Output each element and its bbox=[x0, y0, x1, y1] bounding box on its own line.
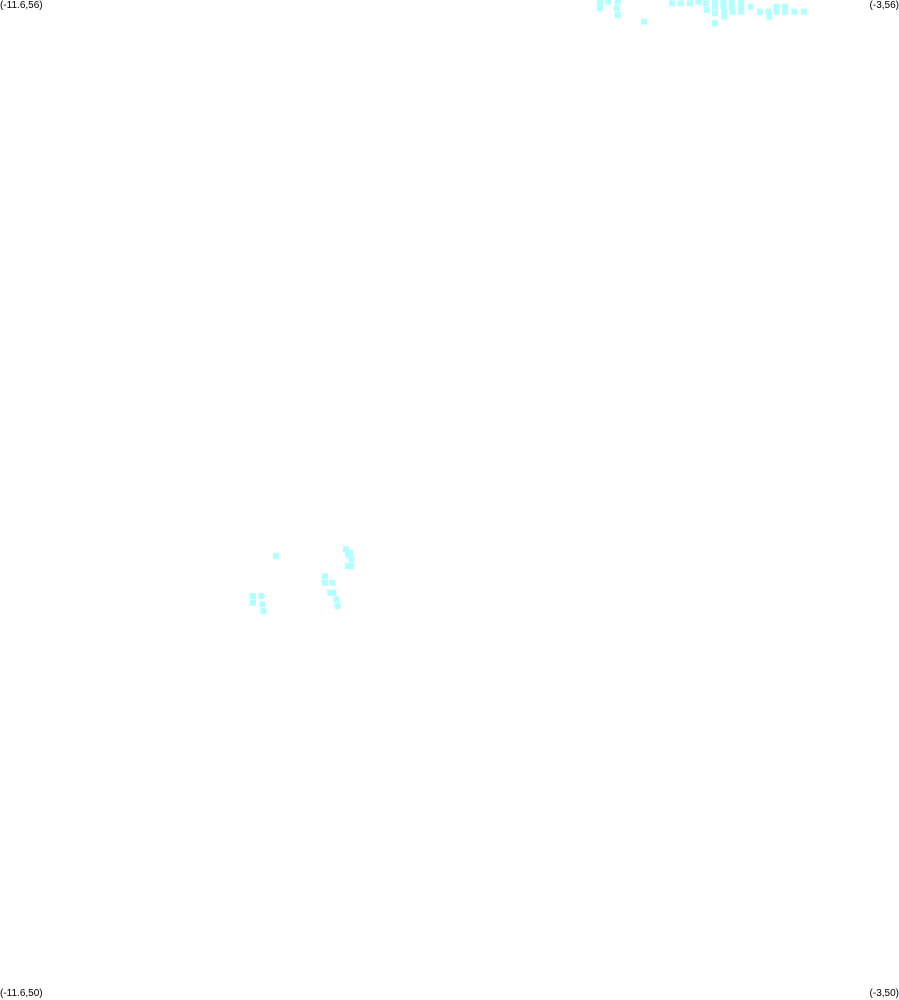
map-point-marker bbox=[712, 20, 718, 27]
map-point-marker bbox=[800, 8, 807, 15]
corner-label-top-right: (-3,56) bbox=[869, 0, 899, 11]
map-point-marker bbox=[728, 3, 735, 10]
map-point-marker bbox=[765, 8, 772, 15]
map-point-marker bbox=[747, 3, 754, 10]
map-point-marker bbox=[712, 3, 718, 10]
map-point-marker bbox=[614, 0, 621, 5]
map-point-marker bbox=[348, 556, 355, 563]
corner-label-bottom-left: (-11.6,50) bbox=[0, 988, 43, 999]
map-point-marker bbox=[729, 8, 736, 15]
map-point-marker bbox=[720, 3, 727, 10]
map-point-marker bbox=[703, 7, 710, 13]
map-point-marker bbox=[322, 573, 329, 580]
map-point-marker bbox=[259, 601, 266, 608]
map-point-marker bbox=[333, 596, 340, 603]
map-point-marker bbox=[640, 18, 647, 25]
map-point-marker bbox=[712, 10, 718, 17]
map-point-marker bbox=[702, 0, 709, 7]
map-point-marker bbox=[791, 8, 798, 15]
map-point-marker bbox=[782, 8, 789, 15]
map-point-marker bbox=[334, 603, 341, 610]
map-point-marker bbox=[614, 12, 621, 18]
map-point-marker bbox=[686, 0, 693, 7]
map-point-marker bbox=[677, 0, 684, 7]
map-point-marker bbox=[343, 546, 349, 553]
map-point-marker bbox=[695, 0, 702, 5]
map-point-marker bbox=[669, 0, 676, 7]
map-point-marker bbox=[345, 563, 352, 570]
map-point-marker bbox=[250, 593, 256, 600]
map-point-marker bbox=[260, 608, 267, 615]
map-point-marker bbox=[773, 3, 780, 10]
map-point-marker bbox=[327, 589, 334, 596]
map-point-marker bbox=[258, 593, 265, 600]
map-point-marker bbox=[348, 563, 355, 570]
map-point-marker bbox=[728, 0, 735, 5]
map-point-marker bbox=[757, 8, 763, 15]
map-point-marker bbox=[738, 3, 745, 10]
map-point-marker bbox=[721, 8, 728, 15]
map-point-marker bbox=[782, 3, 789, 10]
map-point-marker bbox=[329, 579, 336, 586]
map-point-marker bbox=[712, 0, 718, 5]
map-point-marker bbox=[322, 579, 329, 586]
map-point-marker bbox=[766, 13, 773, 20]
map-point-marker bbox=[738, 0, 745, 5]
map-point-marker bbox=[597, 0, 603, 5]
map-point-marker bbox=[773, 8, 780, 15]
map-point-marker bbox=[605, 0, 612, 5]
corner-label-bottom-right: (-3,50) bbox=[869, 988, 899, 999]
map-point-marker bbox=[330, 589, 337, 596]
map-point-marker bbox=[613, 5, 620, 12]
map-point-marker bbox=[250, 599, 256, 606]
map-point-marker bbox=[721, 13, 728, 20]
map-point-marker bbox=[738, 8, 745, 15]
map-point-marker bbox=[273, 553, 279, 560]
corner-label-top-left: (-11.6,56) bbox=[0, 0, 43, 11]
map-point-marker bbox=[597, 5, 603, 12]
map-point-marker bbox=[720, 0, 727, 5]
map-point-marker bbox=[347, 549, 354, 556]
